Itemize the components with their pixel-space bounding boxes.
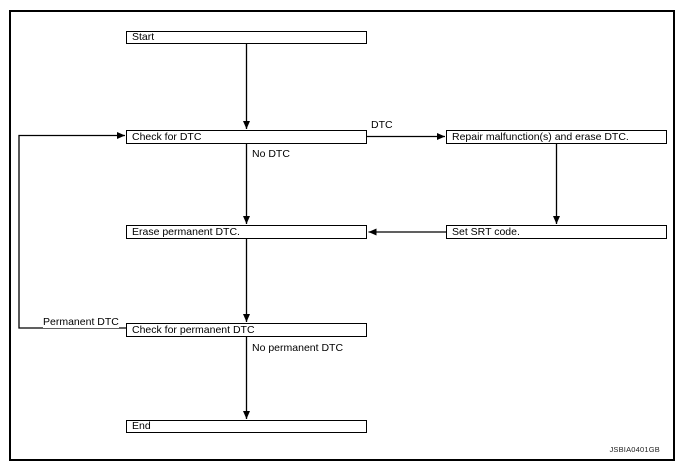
figure-code: JSBIA0401GB — [609, 445, 660, 454]
node-set-srt-code-label: Set SRT code. — [452, 225, 520, 238]
node-check-for-permanent-dtc: Check for permanent DTC — [126, 323, 367, 337]
node-set-srt-code: Set SRT code. — [446, 225, 667, 239]
node-repair-malfunctions: Repair malfunction(s) and erase DTC. — [446, 130, 667, 144]
node-erase-permanent-dtc: Erase permanent DTC. — [126, 225, 367, 239]
node-check-for-permanent-dtc-label: Check for permanent DTC — [132, 323, 255, 336]
edge-label-no-dtc: No DTC — [252, 148, 290, 160]
node-end: End — [126, 420, 367, 433]
edge-label-dtc: DTC — [371, 119, 393, 131]
node-check-for-dtc-label: Check for DTC — [132, 130, 202, 143]
edge-label-no-permanent-dtc: No permanent DTC — [252, 342, 344, 354]
node-start-label: Start — [132, 31, 155, 43]
edge-permanent-loop-to-check-dtc — [18, 132, 126, 329]
node-end-label: End — [132, 420, 151, 432]
node-check-for-dtc: Check for DTC — [126, 130, 367, 144]
node-start: Start — [126, 31, 367, 44]
diagram-border — [9, 10, 675, 461]
edge-label-permanent-dtc: Permanent DTC — [43, 316, 119, 328]
node-repair-malfunctions-label: Repair malfunction(s) and erase DTC. — [452, 130, 629, 143]
node-erase-permanent-dtc-label: Erase permanent DTC. — [132, 225, 240, 238]
